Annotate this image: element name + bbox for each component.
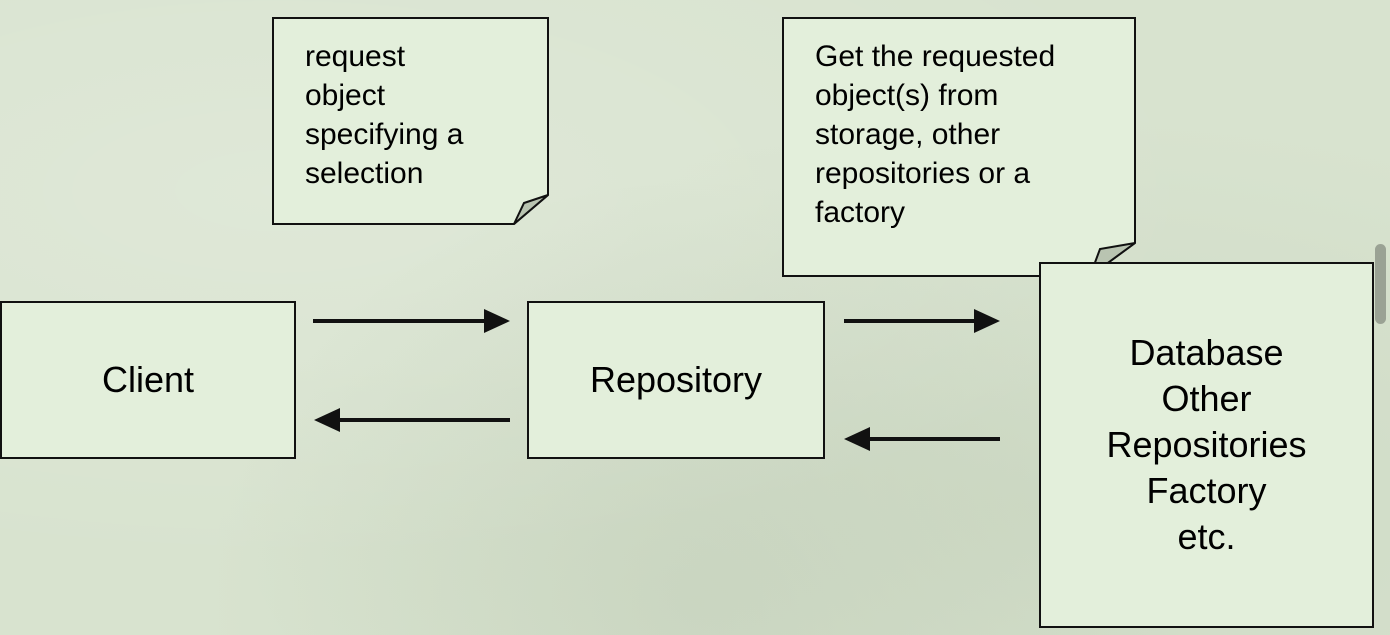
scrollbar-thumb[interactable] [1375,244,1386,324]
note-storage: Get the requested object(s) from storage… [782,17,1137,278]
note-request-text: request object specifying a selection [305,37,463,193]
repository-box: Repository [527,301,825,459]
note-request: request object specifying a selection [272,17,550,226]
repository-label: Repository [589,359,763,400]
note-request-shape [272,17,549,225]
storage-line: Repositories [1106,424,1307,465]
note-request-line: object [305,79,386,112]
note-storage-line: factory [815,196,906,229]
note-request-line: selection [305,157,424,190]
storage-labels: Database Other Repositories Factory etc. [1106,330,1306,560]
storage-box: Database Other Repositories Factory etc. [1039,262,1374,628]
note-storage-line: Get the requested [815,40,1056,73]
note-storage-line: storage, other [815,118,1001,151]
arrow-client-to-repository [313,309,510,333]
arrow-storage-to-repository [844,427,1000,451]
arrow-repository-to-client [314,408,510,432]
storage-line: Database [1129,332,1284,373]
storage-line: etc. [1177,516,1236,557]
note-storage-line: repositories or a [815,157,1031,190]
note-request-line: specifying a [305,118,464,151]
storage-line: Other [1161,378,1252,419]
client-box: Client [0,301,296,459]
note-request-line: request [305,40,406,73]
storage-line: Factory [1146,470,1267,511]
arrow-repository-to-storage [844,309,1000,333]
client-label: Client [101,359,195,400]
note-storage-line: object(s) from [815,79,999,112]
note-storage-text: Get the requested object(s) from storage… [815,37,1055,232]
